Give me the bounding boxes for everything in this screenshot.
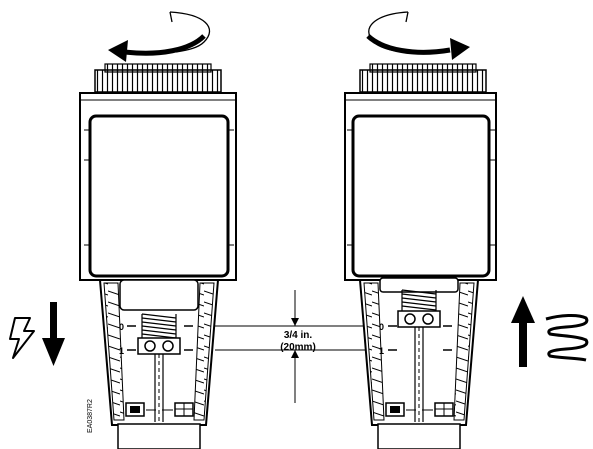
stroke-label-inches: 3/4 in.	[284, 330, 313, 341]
right-yoke	[358, 277, 480, 449]
right-scale-zero: 0	[379, 322, 384, 332]
left-knob	[94, 63, 222, 93]
stroke-label-mm: (20mm)	[280, 342, 316, 353]
left-housing-panel	[88, 114, 230, 278]
left-yoke	[98, 279, 220, 449]
counterclockwise-arrow-icon	[108, 11, 211, 62]
lightning-bolt-icon	[9, 317, 35, 359]
right-knob	[359, 63, 487, 93]
spring-coil-icon	[545, 314, 589, 362]
figure-code: EA0387R2	[87, 399, 94, 433]
right-actuator: 0 1	[344, 11, 497, 449]
down-arrow-icon	[42, 302, 65, 366]
clockwise-arrow-icon	[366, 11, 470, 60]
left-actuator: 0 1	[79, 11, 237, 449]
right-scale-one: 1	[379, 346, 384, 356]
left-scale-one: 1	[119, 346, 124, 356]
left-scale-zero: 0	[119, 322, 124, 332]
up-arrow-icon	[511, 296, 535, 367]
stroke-dimension	[215, 290, 385, 403]
left-spring	[141, 313, 177, 340]
right-spring	[401, 289, 437, 312]
right-housing-panel	[351, 114, 491, 278]
